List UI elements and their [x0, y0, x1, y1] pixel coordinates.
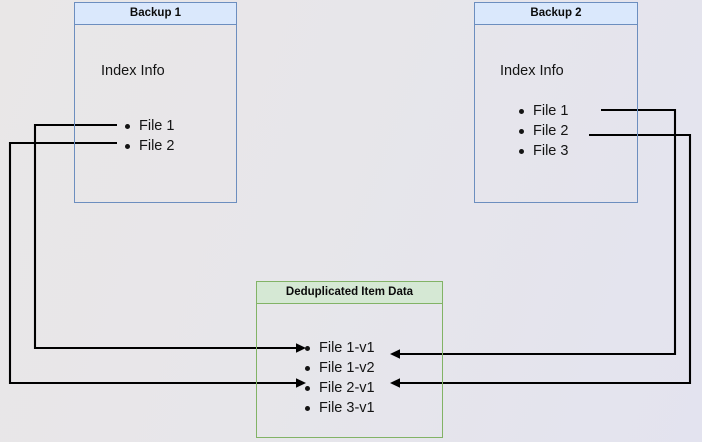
node-deduplicated-item-data-body: File 1-v1 File 1-v2 File 2-v1 File 3-v1	[257, 304, 442, 437]
bullet-dot-icon	[305, 405, 310, 411]
bullet-dot-icon	[305, 365, 310, 371]
bullet-dot-icon	[519, 148, 524, 154]
backup-2-file-label: File 1	[533, 103, 569, 119]
backup-2-file-item: File 2	[519, 123, 568, 139]
node-backup-2[interactable]: Backup 2 Index Info File 1 File 2 File 3	[474, 2, 638, 203]
backup-2-file-label: File 2	[533, 123, 569, 139]
node-deduplicated-item-data-title: Deduplicated Item Data	[257, 282, 442, 304]
node-backup-1-title: Backup 1	[75, 3, 236, 25]
bullet-dot-icon	[305, 345, 310, 351]
backup-2-file-label: File 3	[533, 143, 569, 159]
bullet-dot-icon	[519, 108, 524, 114]
bullet-dot-icon	[125, 143, 130, 149]
dedup-item: File 2-v1	[305, 380, 375, 396]
node-backup-2-title: Backup 2	[475, 3, 637, 25]
backup-1-file-label: File 1	[139, 118, 175, 134]
backup-2-file-item: File 3	[519, 143, 568, 159]
dedup-item-label: File 1-v2	[319, 360, 375, 376]
backup-1-file-item: File 1	[125, 118, 174, 134]
backup-2-file-item: File 1	[519, 103, 568, 119]
dedup-item-label: File 1-v1	[319, 340, 375, 356]
node-backup-2-body: Index Info File 1 File 2 File 3	[475, 25, 637, 202]
bullet-dot-icon	[519, 128, 524, 134]
dedup-item-label: File 2-v1	[319, 380, 375, 396]
dedup-item: File 1-v2	[305, 360, 375, 376]
dedup-item: File 3-v1	[305, 400, 375, 416]
backup-2-index-info-label: Index Info	[500, 63, 564, 79]
dedup-item: File 1-v1	[305, 340, 375, 356]
backup-1-index-info-label: Index Info	[101, 63, 165, 79]
node-backup-1[interactable]: Backup 1 Index Info File 1 File 2	[74, 2, 237, 203]
bullet-dot-icon	[305, 385, 310, 391]
bullet-dot-icon	[125, 123, 130, 129]
backup-1-file-label: File 2	[139, 138, 175, 154]
node-deduplicated-item-data[interactable]: Deduplicated Item Data File 1-v1 File 1-…	[256, 281, 443, 438]
backup-1-file-item: File 2	[125, 138, 174, 154]
dedup-item-label: File 3-v1	[319, 400, 375, 416]
node-backup-1-body: Index Info File 1 File 2	[75, 25, 236, 202]
